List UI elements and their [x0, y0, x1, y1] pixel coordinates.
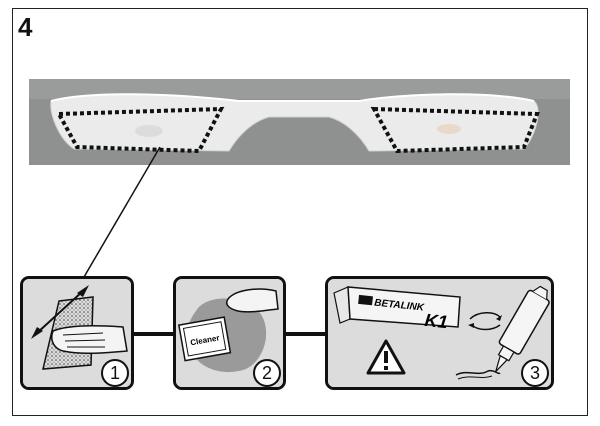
bond-line-right: [370, 106, 540, 154]
step-badge: 3: [521, 359, 549, 387]
spoiler-photo: [29, 79, 570, 165]
rotate-arrows-icon: [469, 312, 501, 320]
spoiler-part-image: [29, 79, 570, 165]
step-panel-sanding: 1: [20, 276, 134, 390]
cleaner-wipe-hand-icon: Cleaner: [176, 279, 283, 387]
step-number: 4: [18, 12, 33, 42]
step-panel-cleaner: Cleaner 2: [173, 276, 286, 390]
diagram-frame: [12, 8, 588, 416]
adhesive-cartridge-icon: BETALINK K1: [328, 279, 551, 387]
bond-line-left: [55, 106, 225, 154]
step-badge: 2: [253, 359, 281, 387]
step-panel-adhesive: BETALINK K1 3: [325, 276, 554, 390]
product-label: K1: [424, 310, 449, 332]
step-badge: 1: [101, 359, 129, 387]
brand-label: BETALINK: [374, 298, 425, 314]
warning-triangle-icon: [366, 339, 406, 375]
